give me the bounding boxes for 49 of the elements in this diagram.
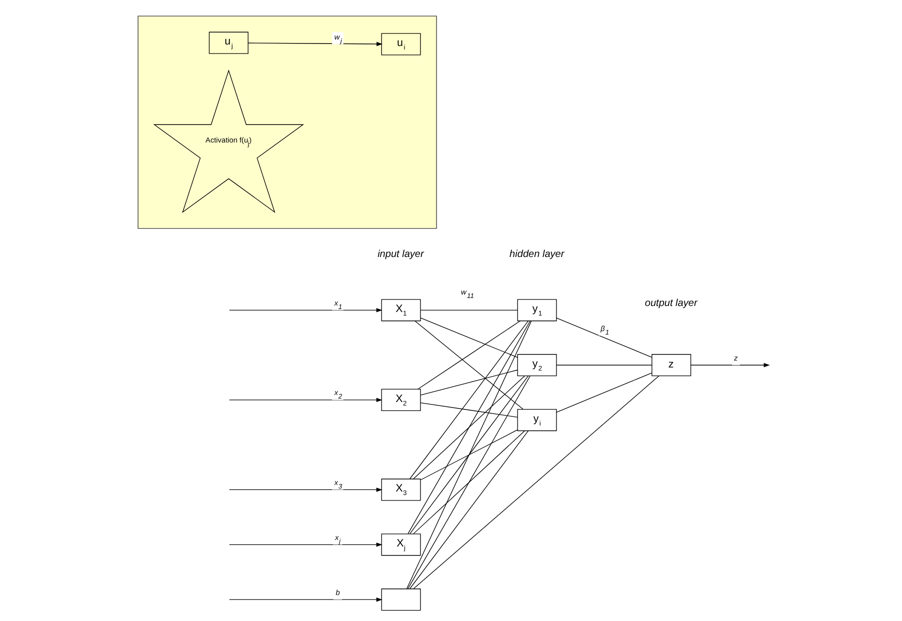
node-box: X$_{1}$ <box>381 299 421 322</box>
edge-label: z <box>734 353 738 362</box>
node-box: u$_{j}$ <box>208 32 248 54</box>
node-box: X$_{3}$ <box>381 478 421 501</box>
connector <box>413 376 660 590</box>
connector <box>556 318 652 358</box>
connector <box>408 376 530 589</box>
connector <box>420 402 518 418</box>
label: input layer <box>378 248 424 260</box>
connector <box>420 430 518 480</box>
edge-label: x$_{j}$ <box>335 532 341 546</box>
node-box: y$_{1}$ <box>517 299 557 322</box>
arrow <box>229 597 382 602</box>
node-box: y$_{2}$ <box>517 354 557 376</box>
edge-label: w$_{11}$ <box>460 288 474 300</box>
connector <box>408 320 530 534</box>
label: output layer <box>644 298 698 309</box>
edge-label: x$_{3}$ <box>334 478 342 490</box>
connector <box>414 320 524 410</box>
arrow <box>229 398 382 402</box>
connector <box>420 370 518 396</box>
arrow <box>229 488 382 492</box>
connector <box>420 318 518 358</box>
connector <box>413 376 526 480</box>
edge-label: w$_{j}$ <box>334 32 342 45</box>
edge-label: β$_{1}$ <box>600 324 610 336</box>
connector <box>556 372 652 413</box>
arrow <box>248 42 383 46</box>
connector <box>413 430 526 534</box>
connector <box>556 364 652 366</box>
node-box: X$_{2}$ <box>381 388 421 411</box>
connector <box>410 430 529 589</box>
connector <box>410 376 529 534</box>
connector <box>410 320 529 480</box>
arrow <box>690 362 770 368</box>
cluster <box>138 16 437 229</box>
connector <box>418 320 521 390</box>
node-box: u$_{i}$ <box>381 33 421 56</box>
edge-label: x$_{1}$ <box>334 298 342 311</box>
arrow <box>229 542 382 547</box>
label: hidden layer <box>510 248 564 260</box>
node-box: z <box>652 354 692 376</box>
edge-label: b <box>336 588 340 597</box>
arrow <box>229 308 382 312</box>
connector <box>406 320 532 590</box>
node-box: y$_{i}$ <box>517 408 557 432</box>
node-box <box>381 588 421 611</box>
node-box: X$_{j}$ <box>381 534 421 556</box>
edge-label: x$_{2}$ <box>334 388 342 401</box>
